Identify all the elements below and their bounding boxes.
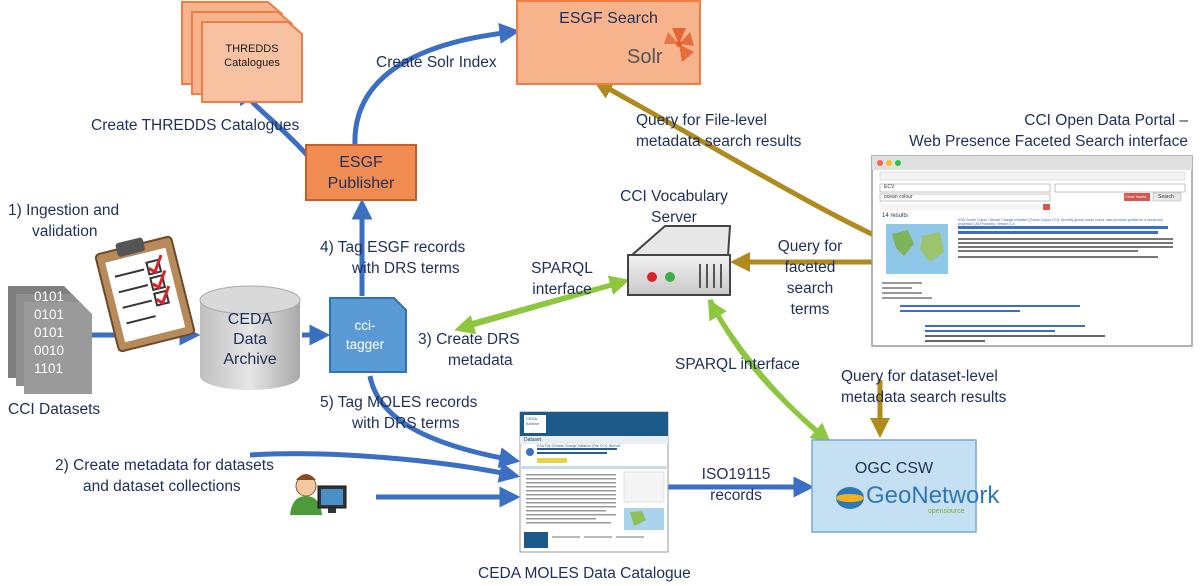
cci-datasets-label: CCI Datasets	[8, 401, 101, 418]
cci-tagger-shape	[329, 297, 407, 373]
checklist-clipboard-icon	[94, 235, 196, 353]
moles-catalogue-label: CEDA MOLES Data Catalogue	[478, 565, 691, 582]
arrow-sparql-tagger-to-vocab	[469, 275, 630, 327]
portal-filter: ocean colour	[884, 194, 913, 200]
arrow-publisher-to-search	[352, 22, 521, 147]
query-dataset-level-label: Query for dataset-level metadata search …	[841, 368, 1007, 406]
portal-result-title[interactable]: ESA Ocean Colour Climate Change Initiati…	[958, 218, 1163, 226]
geonetwork-logo-icon	[836, 487, 864, 509]
user-computer-icon	[290, 474, 347, 515]
thredds-label: THREDDS Catalogues	[224, 43, 280, 69]
portal-search-box[interactable]: ECV	[884, 184, 895, 190]
step2-label: 2) Create metadata for datasets and data…	[55, 457, 274, 495]
esgf-publisher-box	[305, 144, 417, 201]
portal-search-button[interactable]: Search	[1158, 194, 1174, 200]
geonetwork-sub-label: opensource	[928, 508, 965, 515]
gold-arrows	[592, 80, 890, 438]
vocabulary-server-icon	[627, 225, 732, 296]
step4-label: 4) Tag ESGF records with DRS terms	[320, 239, 466, 277]
create-solr-index-label: Create Solr Index	[376, 54, 497, 71]
arrow-ingestion-to-moles	[249, 451, 521, 483]
solr-label: Solr	[627, 46, 663, 68]
portal-results-count: 14 results	[882, 213, 909, 219]
moles-logo: CEDA Archive	[526, 416, 540, 426]
sparql-interface-left-label: SPARQL interface	[531, 260, 593, 298]
ceda-archive-label: CEDA Data Archive	[223, 311, 277, 368]
ogc-csw-label: OGC CSW	[854, 460, 934, 477]
esgf-publisher-label: ESGF Publisher	[327, 153, 395, 192]
sparql-interface-bottom-label: SPARQL interface	[675, 356, 800, 373]
moles-screenshot	[519, 411, 669, 553]
solr-logo-icon	[664, 28, 694, 62]
portal-screenshot	[871, 155, 1193, 347]
step5-label: 5) Tag MOLES records with DRS terms	[320, 394, 478, 432]
portal-clear-button[interactable]: Clear facets	[1125, 194, 1147, 199]
arrow-portal-to-search	[592, 80, 882, 241]
query-faceted-label: Query for faceted search terms	[777, 238, 843, 318]
datasets-bits-label: 0101 0101 0101 0010 1101	[34, 289, 65, 376]
cci-datasets-stack	[8, 286, 92, 394]
moles-title: ESA Fire Climate Change Initiative (Fire…	[537, 444, 621, 448]
esgf-search-label: ESGF Search	[559, 10, 658, 27]
create-thredds-label: Create THREDDS Catalogues	[91, 117, 300, 134]
step1-label: 1) Ingestion and validation	[8, 202, 120, 240]
cci-tagger-label: cci- tagger	[345, 318, 385, 352]
query-file-level-label: Query for File-level metadata search res…	[636, 112, 802, 150]
arrow-sparql-csw-vocab-back	[707, 299, 817, 432]
step3-label: 3) Create DRS metadata	[418, 331, 520, 369]
vocab-server-label: CCI Vocabulary Server	[620, 188, 728, 226]
iso-records-label: ISO19115 records	[701, 466, 771, 504]
ogc-csw-box	[811, 439, 977, 533]
arrow-tagger-to-moles	[367, 375, 521, 469]
portal-title-label: CCI Open Data Portal – Web Presence Face…	[909, 112, 1188, 150]
ceda-archive-cylinder	[199, 285, 301, 390]
thredds-catalogues	[181, 0, 303, 103]
green-arrows	[454, 275, 832, 444]
moles-tab: Dataset	[524, 437, 542, 443]
blue-arrows	[80, 22, 815, 508]
geonetwork-label: GeoNetwork	[866, 482, 1000, 509]
